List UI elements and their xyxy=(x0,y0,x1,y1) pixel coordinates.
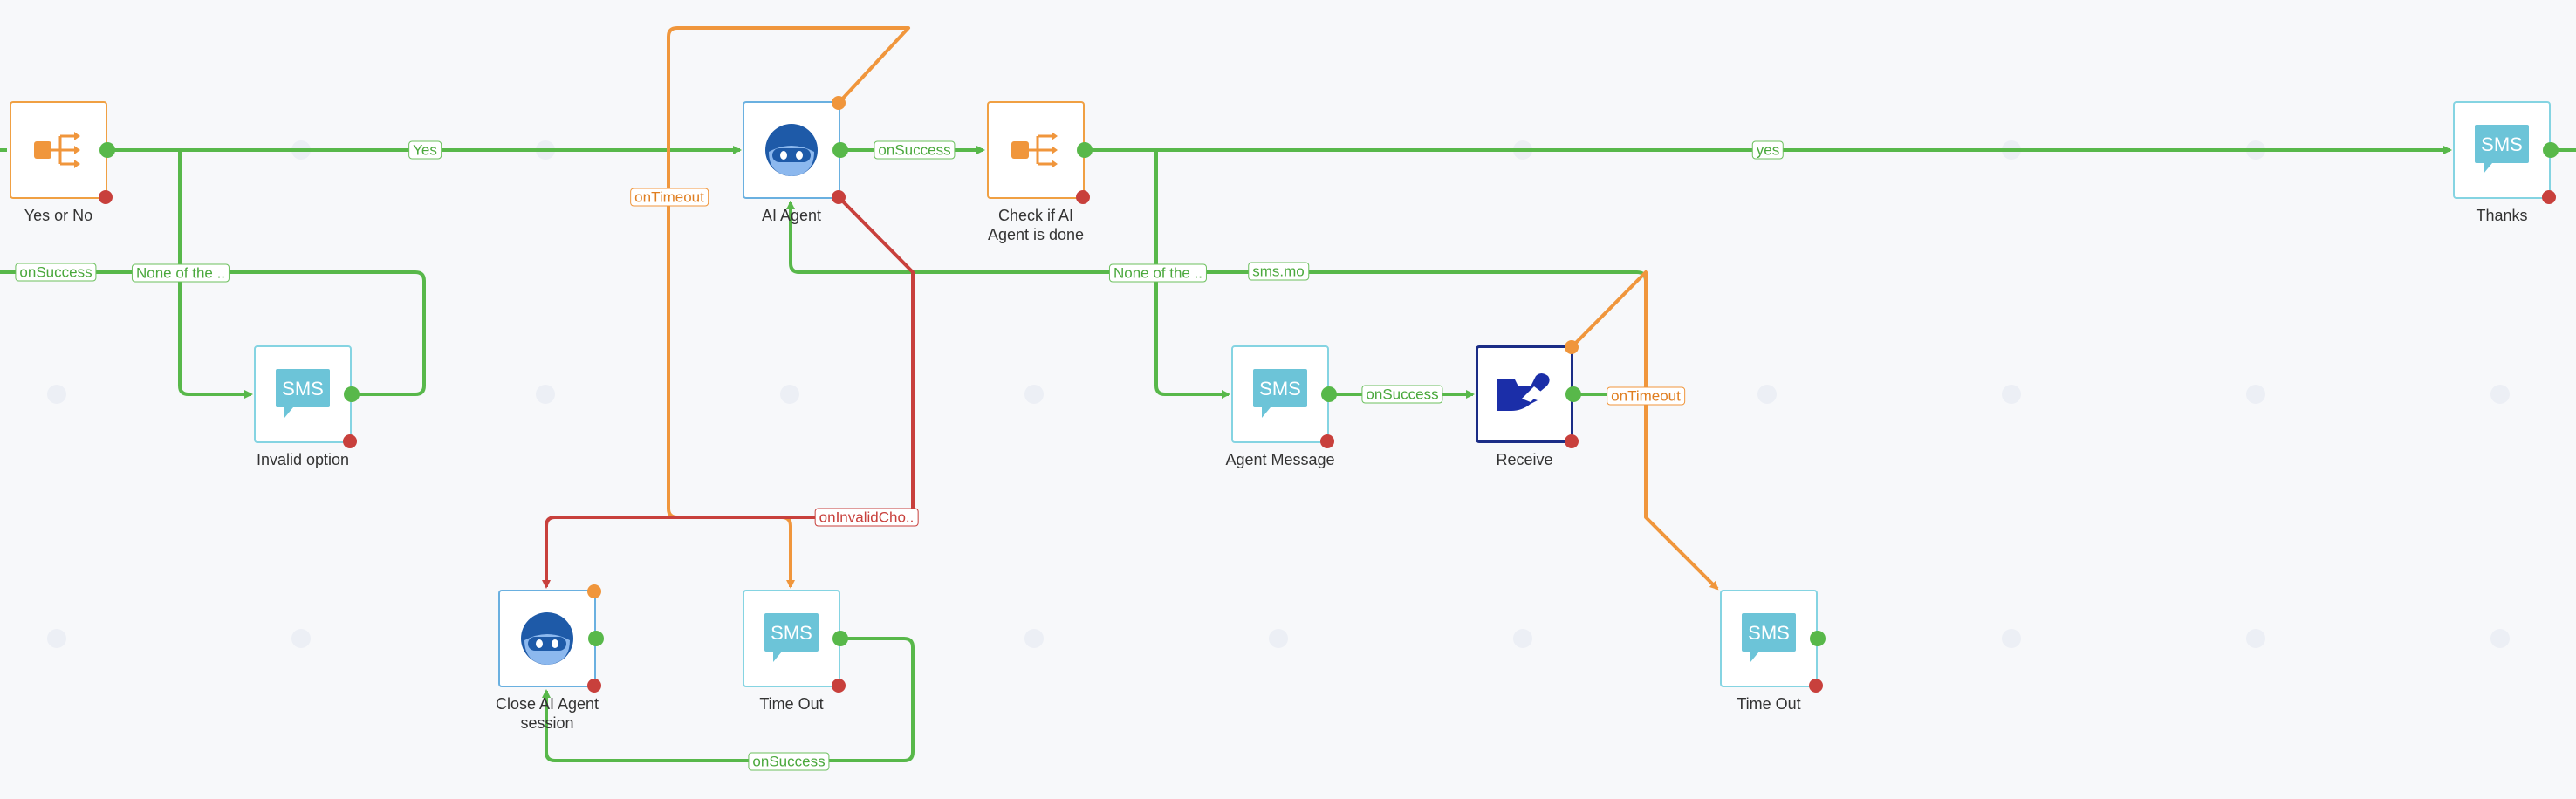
edge-label-yes[interactable]: Yes xyxy=(408,140,442,160)
port-success[interactable] xyxy=(1810,631,1826,646)
edge-label-on-invalid-choice[interactable]: onInvalidCho.. xyxy=(814,508,919,527)
grid-dot xyxy=(1757,385,1777,404)
edge-label-none-of-the-2[interactable]: None of the .. xyxy=(1108,263,1208,283)
port-success[interactable] xyxy=(2543,142,2559,158)
port-success[interactable] xyxy=(832,142,848,158)
edge-on-invalid-choice xyxy=(542,195,915,589)
edge-label-on-timeout-2[interactable]: onTimeout xyxy=(1607,386,1685,406)
node-label: Check if AI Agent is done xyxy=(940,206,1132,244)
grid-dot xyxy=(2246,385,2265,404)
grid-dot xyxy=(291,629,311,648)
node-label-line: Check if AI xyxy=(997,207,1074,224)
edge-label-on-success-left[interactable]: onSuccess xyxy=(15,263,97,282)
node-label-line: Close AI Agent xyxy=(495,695,599,713)
port-error[interactable] xyxy=(2542,190,2556,204)
node-label-line: session xyxy=(520,714,574,732)
grid-dot xyxy=(2246,629,2265,648)
node-label: Time Out xyxy=(759,695,824,713)
node-label: Thanks xyxy=(2476,207,2528,224)
node-check-ai-agent-done[interactable] xyxy=(987,101,1085,199)
port-error[interactable] xyxy=(832,190,846,204)
node-time-out[interactable]: SMS xyxy=(743,590,840,687)
edge-none-of-the-1 xyxy=(178,150,253,399)
edge-label-sms-mo[interactable]: sms.mo xyxy=(1248,262,1309,281)
grid-dot xyxy=(2002,629,2021,648)
edge-on-success-3 xyxy=(542,637,915,762)
edge-label-on-success-2[interactable]: onSuccess xyxy=(1361,385,1443,404)
sms-badge: SMS xyxy=(282,378,324,400)
sms-icon: SMS xyxy=(764,613,819,662)
branch-icon xyxy=(1011,132,1058,168)
edge-label-yes-lower[interactable]: yes xyxy=(1751,140,1785,160)
port-success[interactable] xyxy=(1321,386,1337,402)
node-label: Agent Message xyxy=(1225,451,1335,468)
edge-invalid-loop xyxy=(0,270,426,396)
sms-badge: SMS xyxy=(1259,378,1301,400)
sms-icon: SMS xyxy=(276,369,330,418)
port-error[interactable] xyxy=(1565,434,1579,448)
port-error[interactable] xyxy=(99,190,113,204)
grid-dot xyxy=(47,629,66,648)
grid-dot xyxy=(536,385,555,404)
port-success[interactable] xyxy=(588,631,604,646)
node-time-out-2[interactable]: SMS xyxy=(1720,590,1818,687)
grid-dot xyxy=(2490,385,2510,404)
port-error[interactable] xyxy=(1320,434,1334,448)
edge-label-none-of-the[interactable]: None of the .. xyxy=(131,263,230,283)
grid-dot xyxy=(1269,629,1288,648)
port-error[interactable] xyxy=(1076,190,1090,204)
node-agent-message[interactable]: SMS xyxy=(1231,345,1329,443)
grid-dot xyxy=(47,385,66,404)
node-label: Time Out xyxy=(1737,695,1801,713)
grid-dot xyxy=(780,385,799,404)
node-close-ai-agent-session[interactable] xyxy=(498,590,596,687)
node-label: AI Agent xyxy=(761,207,822,224)
port-success[interactable] xyxy=(832,631,848,646)
grid-dot xyxy=(2490,629,2510,648)
sms-badge: SMS xyxy=(771,622,812,644)
node-ai-agent[interactable] xyxy=(743,101,840,199)
edge-label-on-success[interactable]: onSuccess xyxy=(874,140,956,160)
port-error[interactable] xyxy=(587,679,601,693)
node-yes-or-no[interactable] xyxy=(10,101,107,199)
node-label: Yes or No xyxy=(24,207,93,224)
sms-icon: SMS xyxy=(2475,125,2529,174)
port-success[interactable] xyxy=(1565,386,1581,402)
edge-none-of-the-2 xyxy=(1154,150,1230,399)
sms-badge: SMS xyxy=(2481,133,2523,155)
grid-dot xyxy=(1024,385,1044,404)
port-error[interactable] xyxy=(343,434,357,448)
node-invalid-option[interactable]: SMS xyxy=(254,345,352,443)
edge-label-on-success-3[interactable]: onSuccess xyxy=(748,752,830,771)
port-timeout[interactable] xyxy=(832,96,846,110)
node-label: Close AI Agent session xyxy=(451,694,643,733)
grid-dot xyxy=(1513,629,1532,648)
edge-on-timeout-2 xyxy=(1570,270,1719,591)
edge-on-timeout-1 xyxy=(667,26,910,589)
ai-agent-icon xyxy=(765,124,818,176)
node-label: Receive xyxy=(1496,451,1553,468)
sms-icon: SMS xyxy=(1742,613,1796,662)
port-success[interactable] xyxy=(344,386,360,402)
node-thanks[interactable]: SMS xyxy=(2453,101,2551,199)
grid-dot xyxy=(2002,385,2021,404)
port-timeout[interactable] xyxy=(587,584,601,598)
receive-icon xyxy=(1497,373,1550,411)
sms-icon: SMS xyxy=(1253,369,1307,418)
node-receive[interactable] xyxy=(1476,345,1573,443)
port-error[interactable] xyxy=(832,679,846,693)
port-success[interactable] xyxy=(99,142,115,158)
node-label-line: Agent is done xyxy=(987,226,1085,243)
port-error[interactable] xyxy=(1809,679,1823,693)
port-success[interactable] xyxy=(1077,142,1093,158)
port-timeout[interactable] xyxy=(1565,340,1579,354)
grid-dot xyxy=(1024,629,1044,648)
node-label: Invalid option xyxy=(256,451,350,468)
edge-label-on-timeout[interactable]: onTimeout xyxy=(630,188,709,207)
ai-agent-icon xyxy=(521,612,573,665)
branch-icon xyxy=(34,132,80,168)
sms-badge: SMS xyxy=(1748,622,1790,644)
